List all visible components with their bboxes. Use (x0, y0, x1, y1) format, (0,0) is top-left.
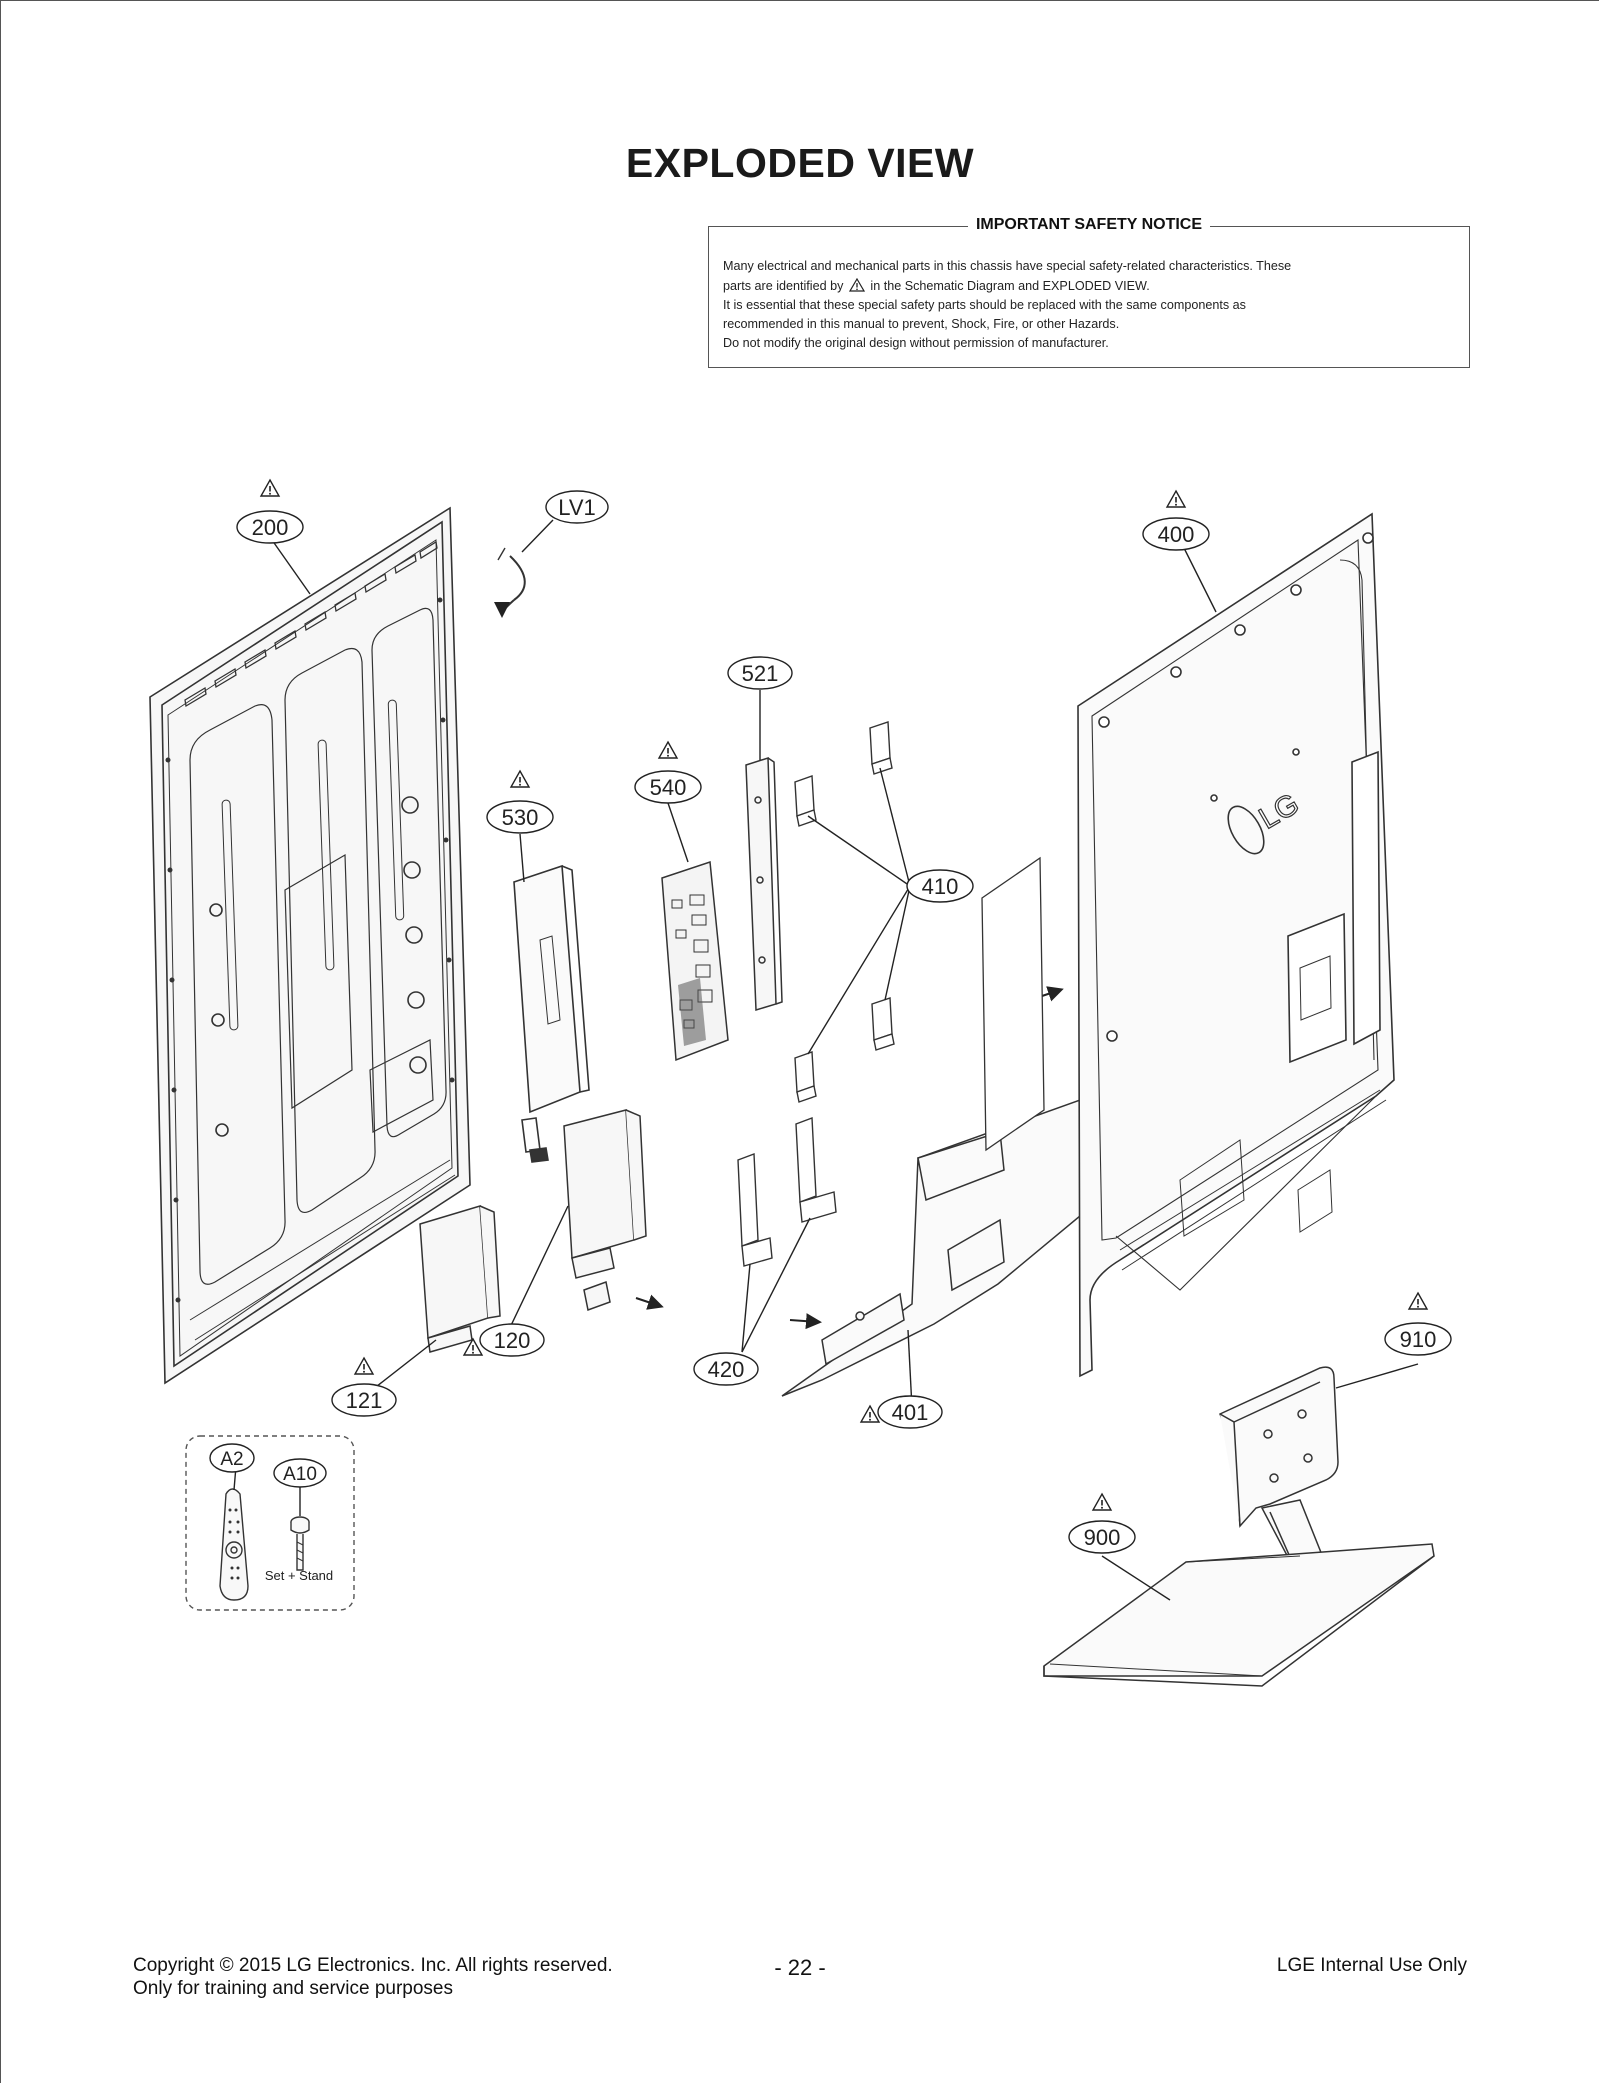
callout-200: 200 (236, 479, 304, 544)
accessory-box: Set + Stand (185, 1435, 355, 1611)
page-title: EXPLODED VIEW (625, 140, 975, 186)
callout-530: 530 (486, 770, 554, 834)
safety-notice-line: parts are identified by in the Schematic… (723, 276, 1455, 296)
bracket-521-part (745, 756, 783, 1011)
svg-text:530: 530 (502, 805, 539, 830)
callout-a10: A10 (273, 1458, 327, 1488)
safety-notice-line: It is essential that these special safet… (723, 298, 1246, 312)
callout-a2: A2 (209, 1443, 255, 1473)
callout-121: 121 (331, 1357, 397, 1417)
speaker-module-part (419, 1109, 647, 1353)
svg-text:400: 400 (1158, 522, 1195, 547)
safety-notice-line: Many electrical and mechanical parts in … (723, 259, 1292, 273)
protective-sheet-part (981, 856, 1045, 1152)
accessory-note: Set + Stand (265, 1568, 333, 1583)
rear-frame-part (149, 506, 471, 1385)
purpose-text: Only for training and service purposes (133, 1978, 453, 1999)
stand-base-part (1043, 1543, 1435, 1687)
power-board-part (513, 864, 590, 1163)
callout-lv1: LV1 (545, 490, 609, 524)
svg-text:A10: A10 (283, 1464, 317, 1485)
cable-lv1-part (494, 547, 526, 618)
svg-text:521: 521 (742, 661, 779, 686)
safety-notice-line: recommended in this manual to prevent, S… (723, 317, 1120, 331)
internal-use-text: LGE Internal Use Only (1276, 1955, 1467, 1976)
safety-notice-box: IMPORTANT SAFETY NOTICE Many electrical … (708, 216, 1470, 368)
callout-400: 400 (1142, 490, 1210, 551)
clip-420-part (737, 1117, 837, 1267)
callout-120: 120 (463, 1323, 545, 1357)
svg-text:LV1: LV1 (558, 495, 596, 520)
svg-text:200: 200 (252, 515, 289, 540)
svg-text:410: 410 (922, 874, 959, 899)
safety-notice-line: Do not modify the original design withou… (723, 336, 1109, 350)
back-cover-part: LG (1077, 512, 1395, 1378)
bottom-cover-part (781, 1098, 1091, 1397)
safety-notice-body: Many electrical and mechanical parts in … (723, 257, 1455, 353)
clip-410-part (794, 721, 895, 1103)
page-number: - 22 - (774, 1955, 826, 1980)
copyright-text: Copyright © 2015 LG Electronics. Inc. Al… (133, 1955, 613, 1976)
callout-540: 540 (634, 741, 702, 804)
footer-left: Copyright © 2015 LG Electronics. Inc. Al… (133, 1954, 613, 2000)
safety-notice-heading: IMPORTANT SAFETY NOTICE (967, 216, 1211, 233)
svg-text:910: 910 (1400, 1327, 1437, 1352)
callout-401: 401 (860, 1395, 943, 1429)
warning-triangle-icon (848, 277, 865, 298)
callout-521: 521 (727, 656, 793, 690)
callout-410: 410 (906, 869, 974, 903)
callout-420: 420 (693, 1352, 759, 1386)
svg-text:121: 121 (346, 1388, 383, 1413)
callout-900: 900 (1068, 1493, 1136, 1554)
svg-text:A2: A2 (220, 1449, 243, 1470)
svg-text:401: 401 (892, 1400, 929, 1425)
main-board-part (661, 860, 729, 1062)
remote-control-part (219, 1488, 249, 1601)
callout-910: 910 (1384, 1292, 1452, 1356)
svg-text:900: 900 (1084, 1525, 1121, 1550)
screw-part (290, 1516, 310, 1571)
svg-text:420: 420 (708, 1357, 745, 1382)
svg-text:120: 120 (494, 1328, 531, 1353)
svg-text:540: 540 (650, 775, 687, 800)
